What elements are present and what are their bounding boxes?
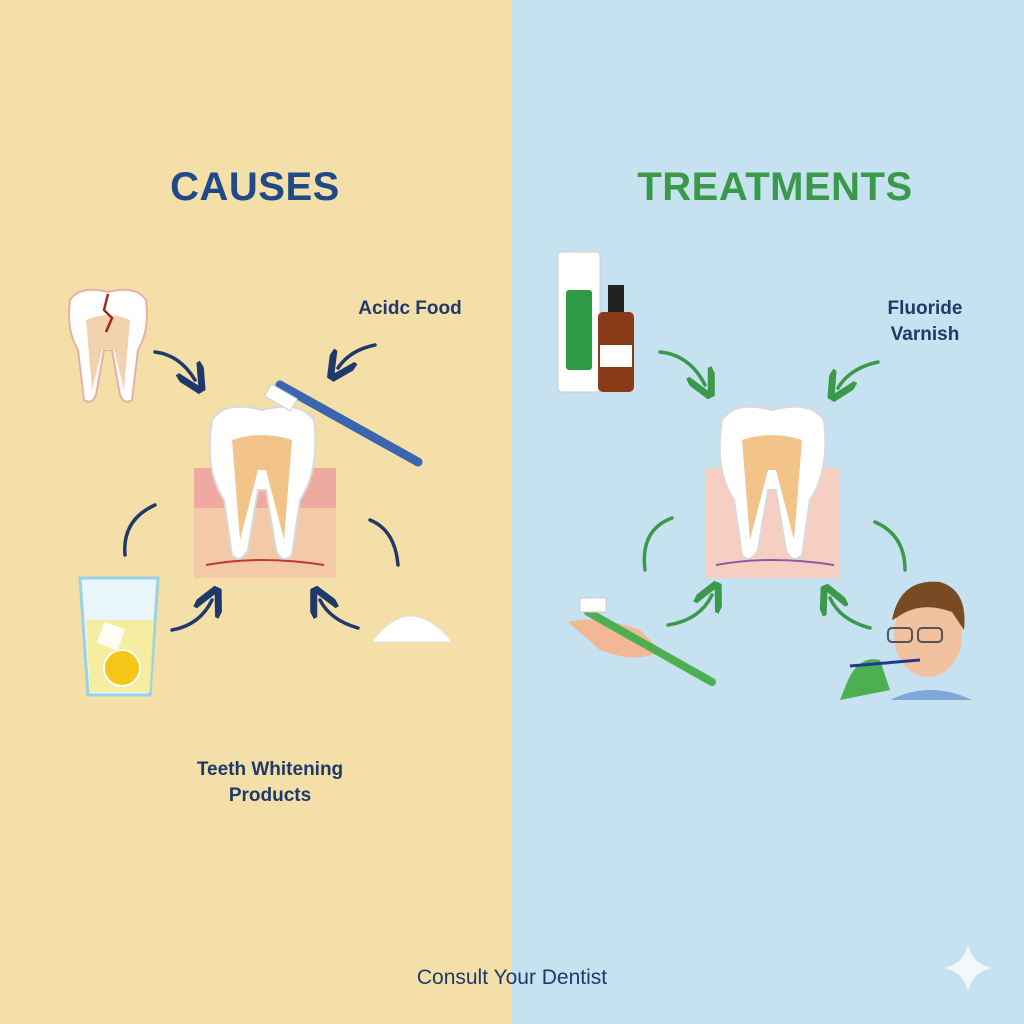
arrow-icon (838, 360, 880, 388)
treatments-title: TREATMENTS (637, 165, 913, 209)
arrow-icon (153, 350, 195, 380)
label-fluoride-varnish: Fluoride Varnish (887, 298, 963, 345)
label-teeth-whitening: Teeth Whitening Products (196, 759, 344, 806)
whitening-powder-icon (371, 615, 454, 643)
causes-title: CAUSES (170, 165, 340, 209)
toothbrush-icon (263, 380, 423, 467)
arrow-icon (123, 503, 157, 557)
arrow-icon (873, 520, 907, 572)
footer-text: Consult Your Dentist (416, 966, 608, 989)
arrow-icon (830, 598, 872, 630)
treatments-arrows (642, 350, 907, 630)
arrow-icon (368, 518, 400, 567)
cracked-tooth-icon (68, 288, 148, 403)
arrow-icon (658, 350, 705, 385)
arrow-icon (642, 516, 674, 572)
arrow-icon (170, 600, 212, 632)
arrow-icon (320, 600, 360, 630)
tooth-cross-section-icon (194, 405, 336, 578)
sparkle-icon (944, 944, 992, 992)
dentist-patient-icon (840, 581, 972, 700)
lemon-water-glass-icon (78, 576, 160, 697)
hand-toothbrush-icon (568, 597, 716, 686)
sensitive-toothpaste-icon (557, 251, 601, 393)
causes-arrows (123, 343, 400, 632)
fluoride-bottle-icon (598, 285, 634, 392)
tooth-cross-section-icon (706, 405, 840, 578)
arrow-icon (666, 595, 712, 627)
arrow-icon (338, 343, 377, 368)
label-acidic-food: Acidc Food (358, 298, 462, 319)
